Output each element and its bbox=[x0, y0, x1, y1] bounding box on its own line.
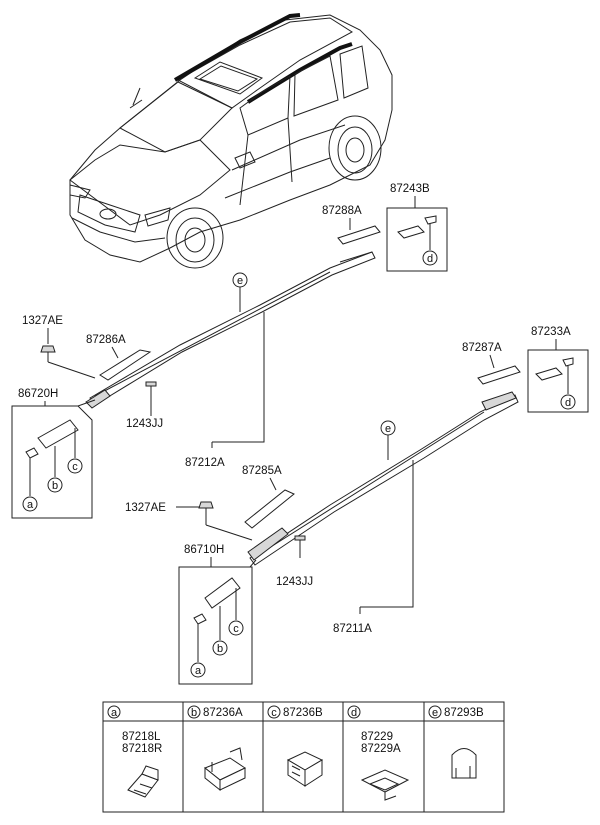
legend-code-87229: 87229 bbox=[361, 731, 393, 743]
part-87286a-group: 87286A bbox=[86, 334, 152, 381]
svg-text:e: e bbox=[237, 275, 243, 287]
part-87286a-cover bbox=[99, 349, 152, 381]
part-87285a-cover bbox=[244, 489, 295, 529]
label-1327ae-bottom: 1327AE bbox=[125, 502, 166, 514]
part-86720h-group: 86720H a b c bbox=[11, 388, 96, 519]
part-87288a-group: 87288A bbox=[322, 205, 381, 245]
svg-text:c: c bbox=[72, 461, 78, 473]
label-1243jj-top: 1243JJ bbox=[126, 418, 163, 430]
label-87212a: 87212A bbox=[185, 457, 225, 469]
label-87287a: 87287A bbox=[462, 342, 502, 354]
legend-header-b: b 87236A bbox=[187, 705, 243, 719]
roof-rail-87212a: e bbox=[85, 251, 376, 409]
rail-end-rear-right bbox=[481, 391, 517, 411]
callout-b-top bbox=[47, 477, 63, 493]
svg-text:d: d bbox=[351, 707, 357, 719]
label-87243b: 87243B bbox=[390, 183, 430, 195]
label-86710h: 86710H bbox=[184, 544, 224, 556]
label-87233a: 87233A bbox=[531, 326, 571, 338]
part-86710h-group: 86710H a b c bbox=[178, 544, 257, 685]
callout-d bbox=[422, 250, 438, 266]
legend-part-e bbox=[451, 748, 477, 779]
part-87233a-box bbox=[527, 349, 589, 413]
svg-text:c: c bbox=[233, 623, 239, 635]
label-1327ae-top: 1327AE bbox=[22, 315, 63, 327]
part-87212a-group: 87212A bbox=[185, 312, 265, 469]
legend-header-d: d bbox=[347, 705, 361, 719]
part-87285a-group: 87285A bbox=[242, 465, 295, 529]
callout-c-bottom bbox=[228, 620, 244, 636]
callout-c-top bbox=[67, 458, 83, 474]
legend-header-a: a bbox=[107, 705, 121, 719]
callout-a-top bbox=[22, 496, 38, 512]
part-86720h-box bbox=[11, 405, 93, 519]
bolt-1243jj-bottom bbox=[294, 535, 306, 541]
legend-part-a bbox=[127, 765, 159, 798]
part-87243b-group: 87243B d bbox=[386, 183, 448, 272]
legend-code-87218r: 87218R bbox=[122, 743, 162, 755]
legend-code-87229a: 87229A bbox=[361, 743, 401, 755]
vehicle-illustration bbox=[69, 13, 393, 269]
part-87288a-cover bbox=[337, 225, 381, 245]
svg-text:b: b bbox=[52, 480, 58, 492]
part-87233a-group: 87233A d bbox=[527, 326, 589, 413]
part-87243b-cap bbox=[397, 225, 425, 239]
svg-text:a: a bbox=[195, 665, 202, 677]
legend-part-c bbox=[286, 751, 324, 787]
svg-text:a: a bbox=[27, 499, 34, 511]
nut-1327ae-top bbox=[40, 345, 56, 353]
label-87211a: 87211A bbox=[333, 623, 372, 635]
part-1327ae-bottom-group: 1327AE bbox=[125, 501, 253, 541]
legend-code-87236a: 87236A bbox=[203, 707, 243, 719]
svg-text:e: e bbox=[385, 423, 391, 435]
part-1327ae-top-group: 1327AE bbox=[22, 315, 96, 379]
legend-table: a b 87236A c 87236B d e 87293B 87218L 87… bbox=[102, 701, 505, 813]
label-87286a: 87286A bbox=[86, 334, 126, 346]
bolt-1243jj-top bbox=[145, 381, 157, 387]
svg-text:a: a bbox=[111, 707, 118, 719]
label-87288a: 87288A bbox=[322, 205, 362, 217]
svg-text:c: c bbox=[271, 707, 277, 719]
svg-text:b: b bbox=[217, 643, 223, 655]
svg-text:d: d bbox=[565, 397, 571, 409]
part-87287a-group: 87287A bbox=[462, 342, 521, 385]
part-1243jj-top-group: 1243JJ bbox=[126, 381, 163, 430]
legend-code-87293b: 87293B bbox=[444, 707, 484, 719]
legend-part-d bbox=[360, 769, 410, 801]
callout-a-bottom bbox=[190, 662, 206, 678]
part-87243b-box bbox=[386, 207, 448, 272]
part-1243jj-bottom-group: 1243JJ bbox=[276, 535, 313, 588]
legend-header-c: c 87236B bbox=[267, 705, 323, 719]
legend-part-b bbox=[204, 747, 247, 792]
callout-d-right bbox=[560, 394, 576, 410]
svg-text:e: e bbox=[432, 707, 438, 719]
legend-code-87218l: 87218L bbox=[122, 731, 161, 743]
label-86720h: 86720H bbox=[18, 388, 58, 400]
rail-end-front-right bbox=[247, 527, 289, 561]
legend-header-e: e 87293B bbox=[428, 705, 484, 719]
svg-text:b: b bbox=[191, 707, 197, 719]
nut-1327ae-bottom bbox=[198, 501, 214, 509]
roof-rail-87211a: e bbox=[247, 391, 519, 566]
part-86720h-cap bbox=[37, 419, 79, 449]
part-87211a-group: 87211A bbox=[333, 460, 414, 635]
label-87285a: 87285A bbox=[242, 465, 282, 477]
svg-text:d: d bbox=[427, 253, 433, 265]
legend-code-87236b: 87236B bbox=[283, 707, 323, 719]
label-1243jj-bottom: 1243JJ bbox=[276, 576, 313, 588]
part-86710h-cap bbox=[204, 577, 241, 609]
rail-end-front-left bbox=[85, 389, 111, 409]
part-87287a-cover bbox=[477, 365, 521, 385]
callout-b-bottom bbox=[212, 640, 228, 656]
part-87233a-cap bbox=[535, 367, 563, 381]
